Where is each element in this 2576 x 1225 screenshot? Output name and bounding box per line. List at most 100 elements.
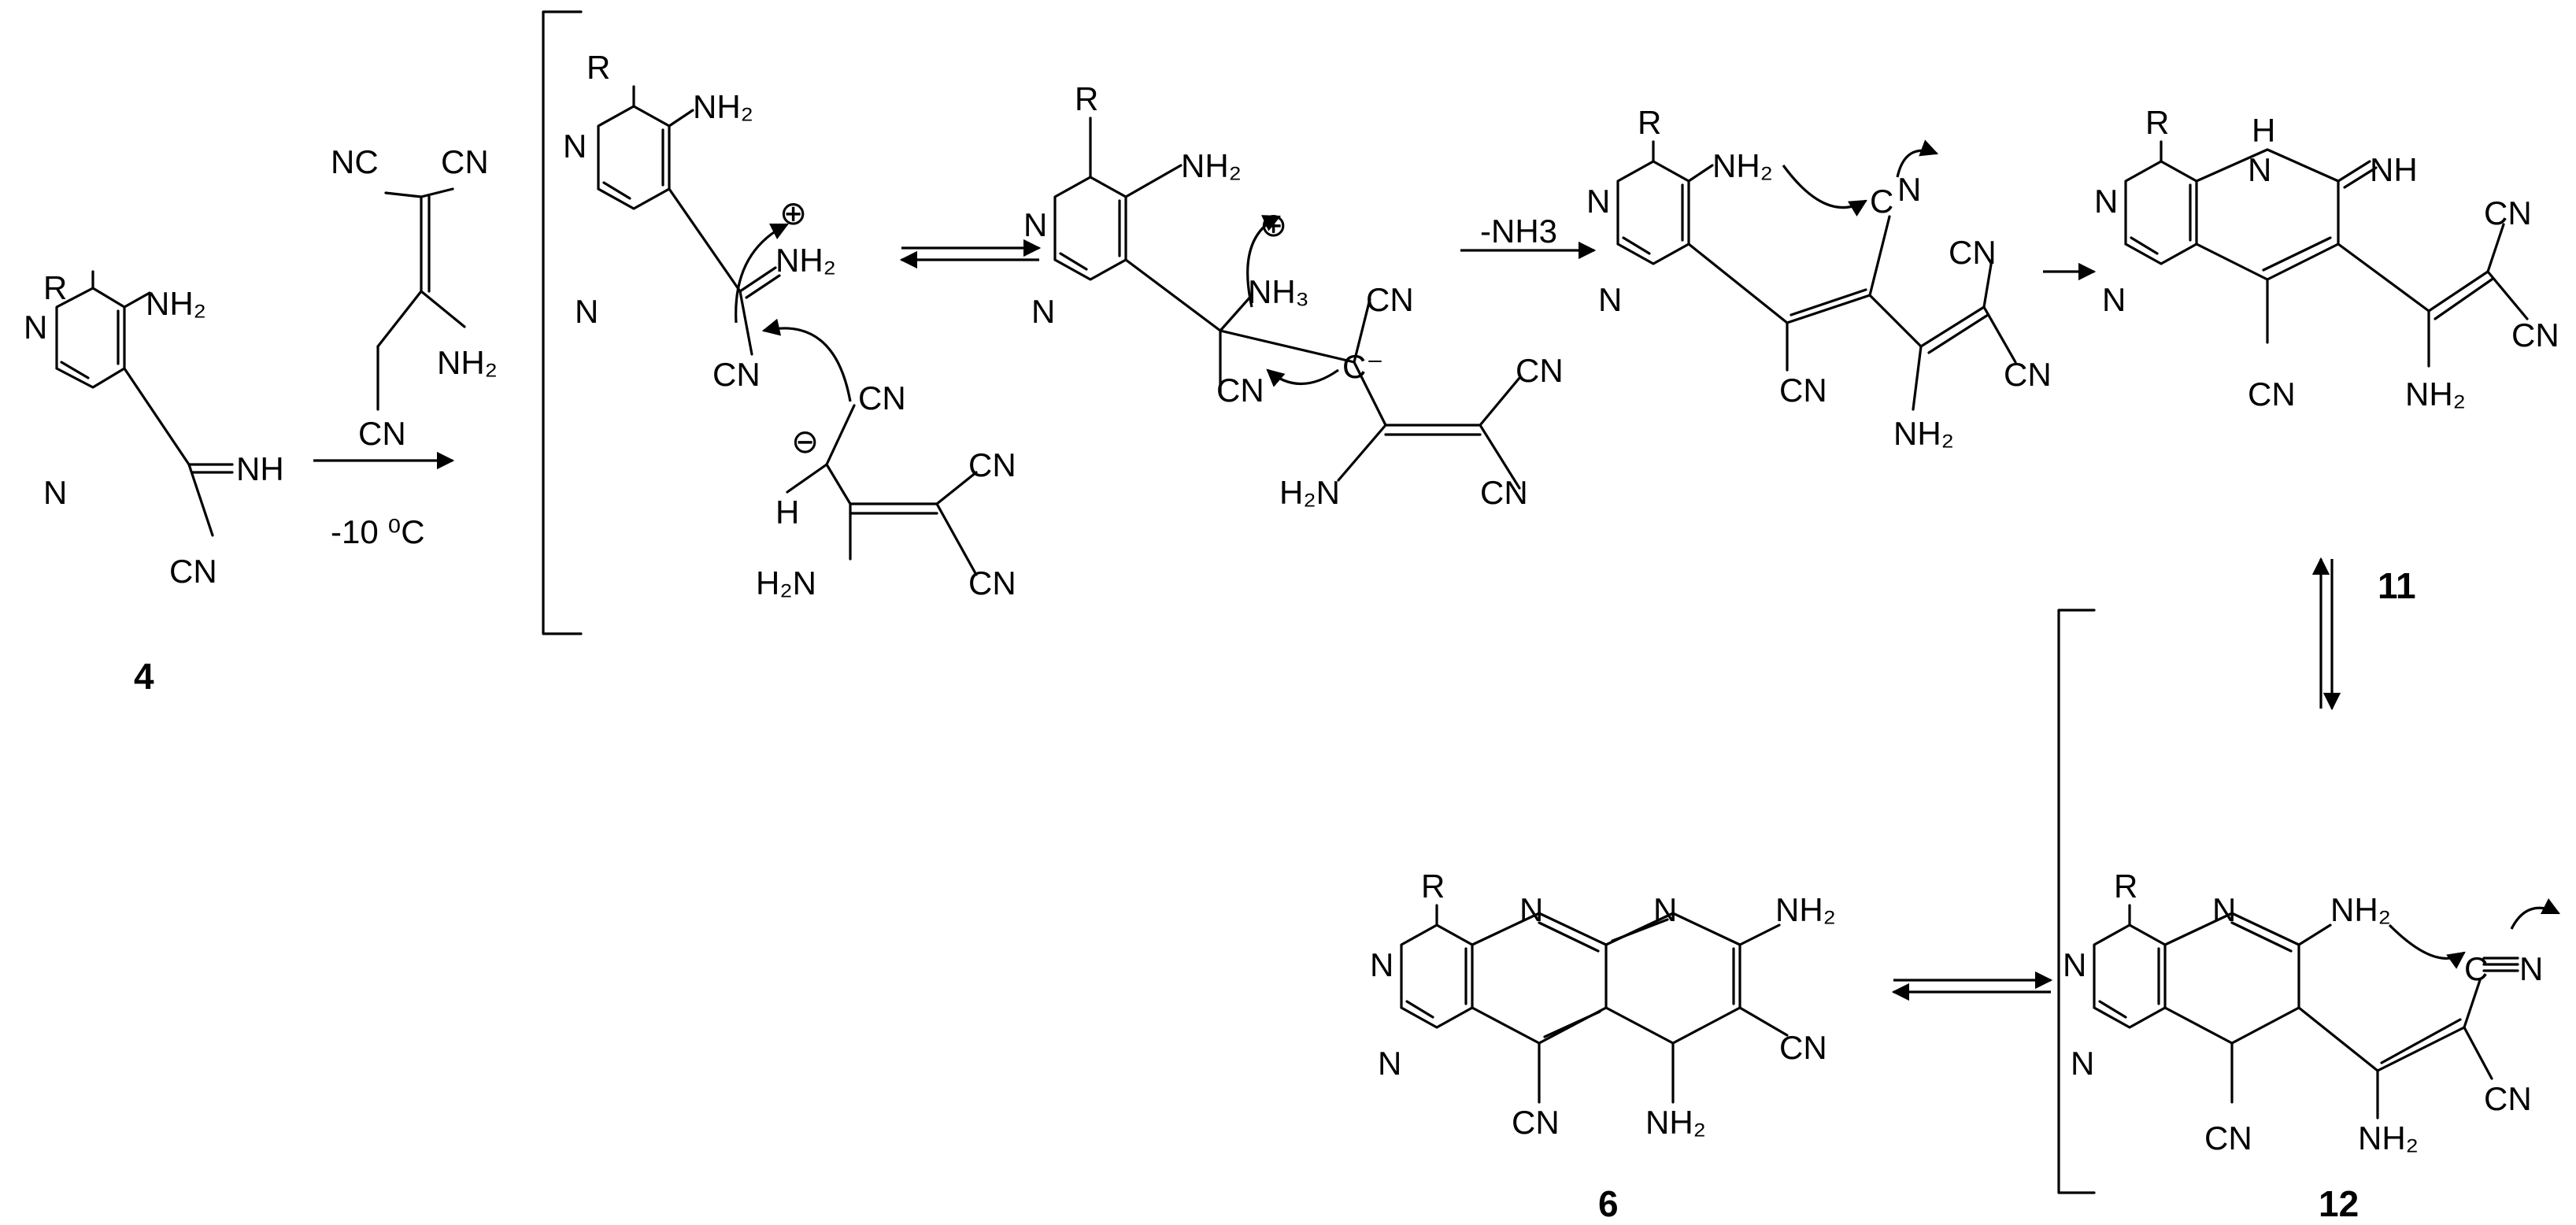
atom-N: N xyxy=(2519,950,2543,987)
equilibrium-arrow xyxy=(899,239,1042,269)
atom-CN: CN xyxy=(2484,1080,2532,1117)
atom-N: N xyxy=(1519,891,1543,928)
atom-R: R xyxy=(1421,868,1445,905)
atom-NH2: NH₂ xyxy=(146,285,206,322)
atom-CN: CN xyxy=(2248,376,2296,413)
electron-arrow xyxy=(761,318,852,402)
atom-N: N xyxy=(2071,1045,2094,1082)
atom-CN: CN xyxy=(968,564,1016,601)
compound-12-structure: R N N NH₂ N C N CN CN NH₂ xyxy=(2063,868,2561,1157)
atom-H: H xyxy=(775,494,799,531)
atom-N: N xyxy=(1031,293,1055,330)
atom-N: N xyxy=(2212,891,2236,928)
reaction-conditions: -10 ⁰C xyxy=(331,513,425,550)
atom-H2N: H₂N xyxy=(756,564,816,601)
atom-NH2: NH₂ xyxy=(1893,415,1954,452)
atom-CN: CN xyxy=(441,143,489,180)
equilibrium-arrow-vertical xyxy=(2311,557,2341,711)
atom-N: N xyxy=(1586,183,1610,220)
atom-CN: CN xyxy=(2004,356,2052,393)
atom-NC: NC xyxy=(331,143,379,180)
atom-N: N xyxy=(24,309,47,346)
equilibrium-arrow xyxy=(1891,971,2053,1001)
atom-CN: CN xyxy=(858,379,906,416)
electron-arrow xyxy=(1246,215,1282,308)
intermediate-adduct: R N NH₂ N NH₃ ⊕ CN CN C⁻ CN H₂N CN xyxy=(1023,80,1564,511)
electron-arrow xyxy=(1266,368,1339,387)
atom-N: N xyxy=(1023,206,1047,243)
electron-arrow xyxy=(735,223,790,324)
atom-C: C xyxy=(2464,950,2488,987)
atom-N: N xyxy=(1370,946,1393,983)
atom-N: N xyxy=(563,128,587,165)
atom-N: N xyxy=(575,293,598,330)
electron-arrow xyxy=(2388,923,2466,969)
atom-R: R xyxy=(43,269,67,306)
atom-CN: CN xyxy=(2511,316,2559,353)
atom-N: N xyxy=(1378,1045,1401,1082)
atom-CN: CN xyxy=(712,356,761,393)
atom-CN: CN xyxy=(358,415,406,452)
atom-CN: CN xyxy=(1949,234,1997,271)
atom-NH: NH xyxy=(236,450,284,487)
compound-label-12: 12 xyxy=(2319,1183,2359,1224)
compound-label-6: 6 xyxy=(1598,1183,1619,1224)
compound-4-structure: R N NH₂ N NH CN xyxy=(24,269,284,590)
atom-R: R xyxy=(587,49,610,86)
atom-N: N xyxy=(1653,891,1677,928)
atom-NH2: NH₂ xyxy=(2405,376,2466,413)
atom-CN: CN xyxy=(1516,352,1564,389)
atom-Cminus: C⁻ xyxy=(1342,348,1384,385)
minus-charge: ⊖ xyxy=(791,423,819,460)
atom-N: N xyxy=(2102,281,2126,318)
atom-R: R xyxy=(1638,104,1661,141)
plus-charge: ⊕ xyxy=(1260,206,1287,243)
atom-N: N xyxy=(2094,183,2118,220)
intermediate-diene: R N NH₂ N C N CN CN CN NH₂ xyxy=(1586,104,2052,452)
atom-NH2: NH₂ xyxy=(775,242,836,279)
electron-arrow xyxy=(1782,165,1867,217)
compound-label-11: 11 xyxy=(2378,565,2416,606)
atom-N: N xyxy=(1897,171,1921,208)
atom-CN: CN xyxy=(1480,474,1528,511)
atom-H: H xyxy=(2252,112,2275,149)
atom-NH3: NH₃ xyxy=(1248,273,1309,310)
compound-11-structure: R N H N NH N CN CN CN NH₂ xyxy=(2094,104,2559,413)
atom-CN: CN xyxy=(2484,194,2532,231)
reagent-structure: NC CN NH₂ CN xyxy=(331,143,498,452)
atom-CN: CN xyxy=(1366,281,1414,318)
electron-arrow xyxy=(2510,897,2561,930)
atom-CN: CN xyxy=(1779,372,1827,409)
atom-NH2: NH₂ xyxy=(1645,1104,1706,1141)
atom-NH2: NH₂ xyxy=(2330,891,2391,928)
atom-NH2: NH₂ xyxy=(693,88,753,125)
compound-6-structure: R N N N NH₂ N CN CN NH₂ xyxy=(1370,868,1836,1141)
atom-NH2: NH₂ xyxy=(2358,1120,2419,1157)
compound-label-4: 4 xyxy=(134,656,154,697)
loss-label: -NH3 xyxy=(1480,213,1557,250)
atom-N: N xyxy=(43,474,67,511)
atom-CN: CN xyxy=(1216,372,1264,409)
intermediate-carbanion: ⊖ CN CN H H₂N CN xyxy=(756,318,1016,601)
atom-R: R xyxy=(2114,868,2137,905)
atom-NH2: NH₂ xyxy=(437,344,498,381)
atom-N: N xyxy=(2248,151,2271,188)
atom-NH2: NH₂ xyxy=(1181,147,1242,184)
atom-NH2: NH₂ xyxy=(1712,147,1773,184)
atom-R: R xyxy=(1075,80,1098,117)
electron-arrow xyxy=(1896,139,1939,178)
bracket-left xyxy=(542,10,583,635)
atom-CN: CN xyxy=(2204,1120,2252,1157)
atom-R: R xyxy=(2145,104,2169,141)
atom-CN: CN xyxy=(1512,1104,1560,1141)
intermediate-amidinium: R N NH₂ N NH₂ ⊕ CN xyxy=(563,49,836,393)
atom-CN: CN xyxy=(1779,1029,1827,1066)
atom-H2N: H₂N xyxy=(1279,474,1340,511)
atom-CN: CN xyxy=(169,553,217,590)
atom-N: N xyxy=(2063,946,2086,983)
atom-NH2: NH₂ xyxy=(1775,891,1836,928)
atom-CN: CN xyxy=(968,446,1016,483)
bracket-left xyxy=(2057,609,2096,1194)
atom-C: C xyxy=(1870,183,1893,220)
